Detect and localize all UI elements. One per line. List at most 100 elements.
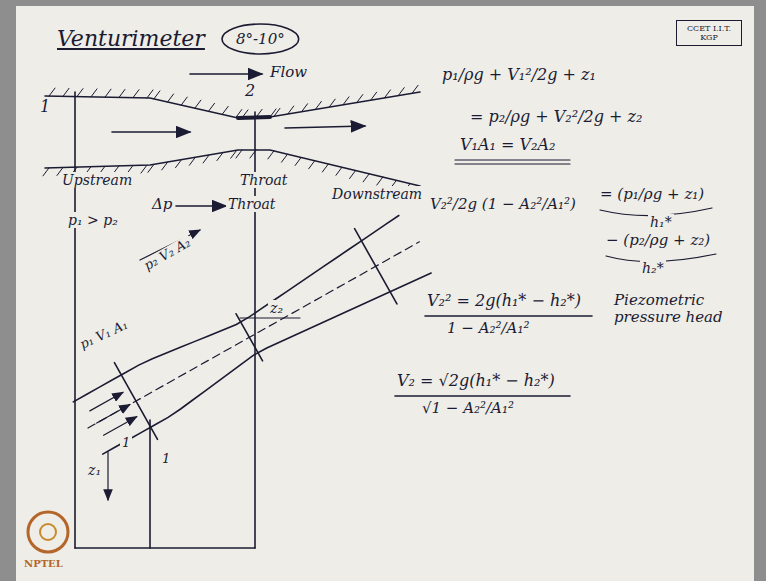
z-arrow [107,452,108,500]
wall-hatch [195,100,201,108]
wall-hatch [148,164,154,172]
throat-mark [238,117,270,118]
section-line [355,229,397,304]
wall-hatch [189,157,195,165]
flow-arrow [97,404,130,423]
wall-hatch [295,157,301,165]
wall-hatch [315,101,321,109]
equation: h₂* [640,260,666,276]
flow-arrow [190,73,262,75]
wall-hatch [231,150,237,158]
wall-hatch [147,90,153,98]
wall-hatch [309,161,315,169]
note: Piezometric pressure head [612,292,734,327]
wall-hatch [236,150,242,158]
wall-hatch [336,167,342,175]
wall-hatch [49,88,55,96]
dp-arrow [176,205,226,207]
angle-oval: 8°-10° [220,22,301,56]
section-line [74,92,76,548]
fraction-bar [425,315,592,317]
logo-text: NPTEL [22,558,65,570]
equation: V₂ = √2g(h₁* − h₂*) [395,372,557,390]
inclined-pipe-wall [73,215,399,401]
oval-outline [222,24,299,54]
elevation-label: z₂ [268,300,285,316]
wall-hatch [322,164,328,172]
inclined-pipe-wall [103,273,431,454]
wall-hatch [268,151,274,159]
underline [455,159,570,160]
equation: V₂² = 2g(h₁* − h₂*) [425,292,583,310]
node-text: 8°-10° [236,30,285,48]
wall-hatch [63,88,69,96]
wall-hatch [119,89,125,97]
section-line [114,363,157,440]
flow-label: Flow [268,64,309,81]
wall-hatch [371,92,377,100]
flow-arrow [104,417,137,436]
section-line [149,420,151,548]
title: Venturimeter [55,26,207,51]
section-line [236,314,262,361]
equation: √1 − A₂²/A₁² [420,400,516,417]
region-label: Downstream [330,186,424,202]
wall-hatch [274,108,280,116]
wall-hatch [288,106,294,114]
wall-hatch [377,177,383,185]
wall-hatch [77,89,83,97]
pipe-wall [45,92,420,118]
wall-hatch [133,90,139,98]
section-label: p₁ V₁ A₁ [76,317,132,354]
section-number: 2 [243,82,257,100]
equation: V₁A₁ = V₂A₂ [458,136,557,154]
wall-hatch [412,85,418,93]
wall-hatch [43,168,49,176]
pressure-label: p₁ > p₂ [66,212,120,228]
logo-ring [28,512,68,552]
equation: V₂²/2g (1 − A₂²/A₁²) [428,196,578,213]
wall-hatch [398,88,404,96]
section-number: 1 [38,98,52,116]
datum-line [240,317,300,318]
flow-arrow [90,392,123,411]
wall-hatch [209,103,215,111]
wall-hatch [168,94,174,102]
wall-hatch [384,90,390,98]
logo-core [40,524,56,540]
equation: = (p₁/ρg + z₁) [598,186,706,203]
wall-hatch [302,104,308,112]
wall-hatch [282,154,288,162]
flow-arrow [285,126,365,128]
pressure-label: Δp [150,196,174,213]
node-text: CCET I.I.T. KGP [681,24,737,42]
section-number: 1 [160,452,172,467]
region-label: Throat [226,196,277,212]
wall-hatch [105,89,111,97]
section-label: p₂ V₂ A₂ [140,235,195,275]
manometer-line [75,547,255,549]
wall-hatch [343,97,349,105]
section-number: 1 [120,436,132,451]
center-line [88,242,419,428]
wall-hatch [357,95,363,103]
wall-hatch [350,171,356,179]
region-label: Upstream [60,172,134,188]
flow-arrow [112,131,190,133]
wall-hatch [329,99,335,107]
wall-hatch [203,155,209,163]
wall-hatch [217,153,223,161]
underline [455,163,570,164]
wall-hatch [162,162,168,170]
wall-hatch [222,106,228,114]
fraction-bar [395,395,570,397]
equation: 1 − A₂²/A₁² [445,320,531,337]
wall-hatch [141,165,147,173]
wall-hatch [363,174,369,182]
wall-hatch [154,91,160,99]
region-label: Throat [238,172,289,188]
wall-hatch [176,160,182,168]
equation: − (p₂/ρg + z₂) [604,232,712,249]
wall-hatch [181,97,187,105]
